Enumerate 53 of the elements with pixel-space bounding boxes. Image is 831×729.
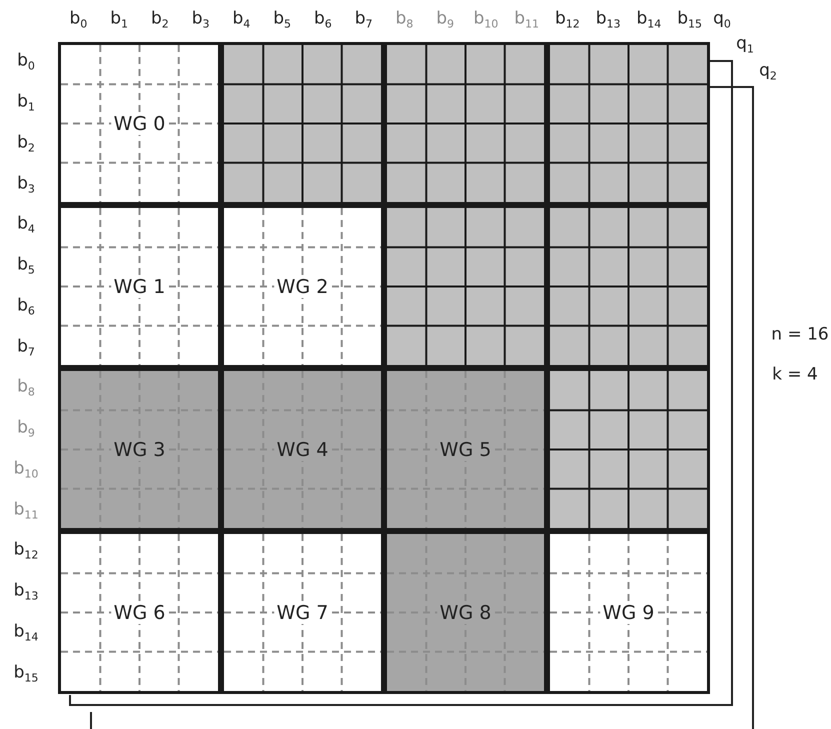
index-label: b$_{5}$ [273, 10, 292, 30]
work-group-block [221, 531, 384, 694]
index-label: q$_{0}$ [713, 10, 731, 30]
index-label: b$_{10}$ [14, 460, 38, 480]
index-label: b$_{6}$ [17, 297, 35, 317]
index-label: b$_{9}$ [436, 10, 454, 30]
index-label: b$_{6}$ [314, 10, 332, 30]
index-label: b$_{3}$ [192, 10, 210, 30]
work-group-block [58, 42, 221, 205]
work-group-block [384, 368, 547, 531]
index-label: b$_{1}$ [110, 10, 128, 30]
index-label: b$_{13}$ [14, 582, 38, 602]
index-label: b$_{15}$ [14, 664, 38, 684]
index-label: b$_{1}$ [17, 93, 35, 113]
matrix-block [384, 42, 547, 205]
matrix-block [384, 205, 547, 368]
index-label: b$_{7}$ [17, 338, 35, 358]
matrix-block [221, 42, 384, 205]
index-label: b$_{3}$ [17, 174, 35, 194]
index-label: b$_{14}$ [14, 623, 38, 643]
index-label: b$_{5}$ [17, 256, 35, 276]
index-label: b$_{13}$ [596, 10, 621, 30]
matrix-block [547, 205, 710, 368]
index-label: b$_{4}$ [232, 10, 250, 30]
matrix-block [547, 368, 710, 531]
index-label: q$_{1}$ [736, 35, 754, 55]
work-group-block [58, 368, 221, 531]
index-label: b$_{8}$ [17, 378, 35, 398]
index-label: b$_{9}$ [17, 419, 35, 439]
parameter-label: n = 16 [771, 326, 829, 344]
index-label: b$_{12}$ [14, 542, 38, 562]
parameter-label: k = 4 [772, 366, 818, 384]
work-group-block [547, 531, 710, 694]
work-group-block [384, 531, 547, 694]
index-label: b$_{14}$ [636, 10, 662, 30]
work-group-block [58, 531, 221, 694]
index-label: b$_{12}$ [554, 10, 580, 30]
index-label: b$_{0}$ [69, 10, 88, 30]
index-label: b$_{2}$ [150, 10, 169, 30]
index-label: b$_{0}$ [17, 52, 35, 72]
index-label: b$_{8}$ [395, 10, 414, 30]
work-group-block [58, 205, 221, 368]
index-label: b$_{10}$ [473, 10, 498, 30]
work-group-block [221, 205, 384, 368]
index-label: b$_{11}$ [14, 500, 38, 520]
index-label: b$_{15}$ [677, 10, 702, 30]
index-label: b$_{4}$ [17, 216, 35, 236]
index-label: b$_{7}$ [354, 10, 373, 30]
index-label: b$_{11}$ [514, 10, 540, 30]
matrix-block [547, 42, 710, 205]
work-group-block [221, 368, 384, 531]
index-label: q$_{2}$ [759, 62, 777, 82]
index-label: b$_{2}$ [17, 134, 35, 154]
